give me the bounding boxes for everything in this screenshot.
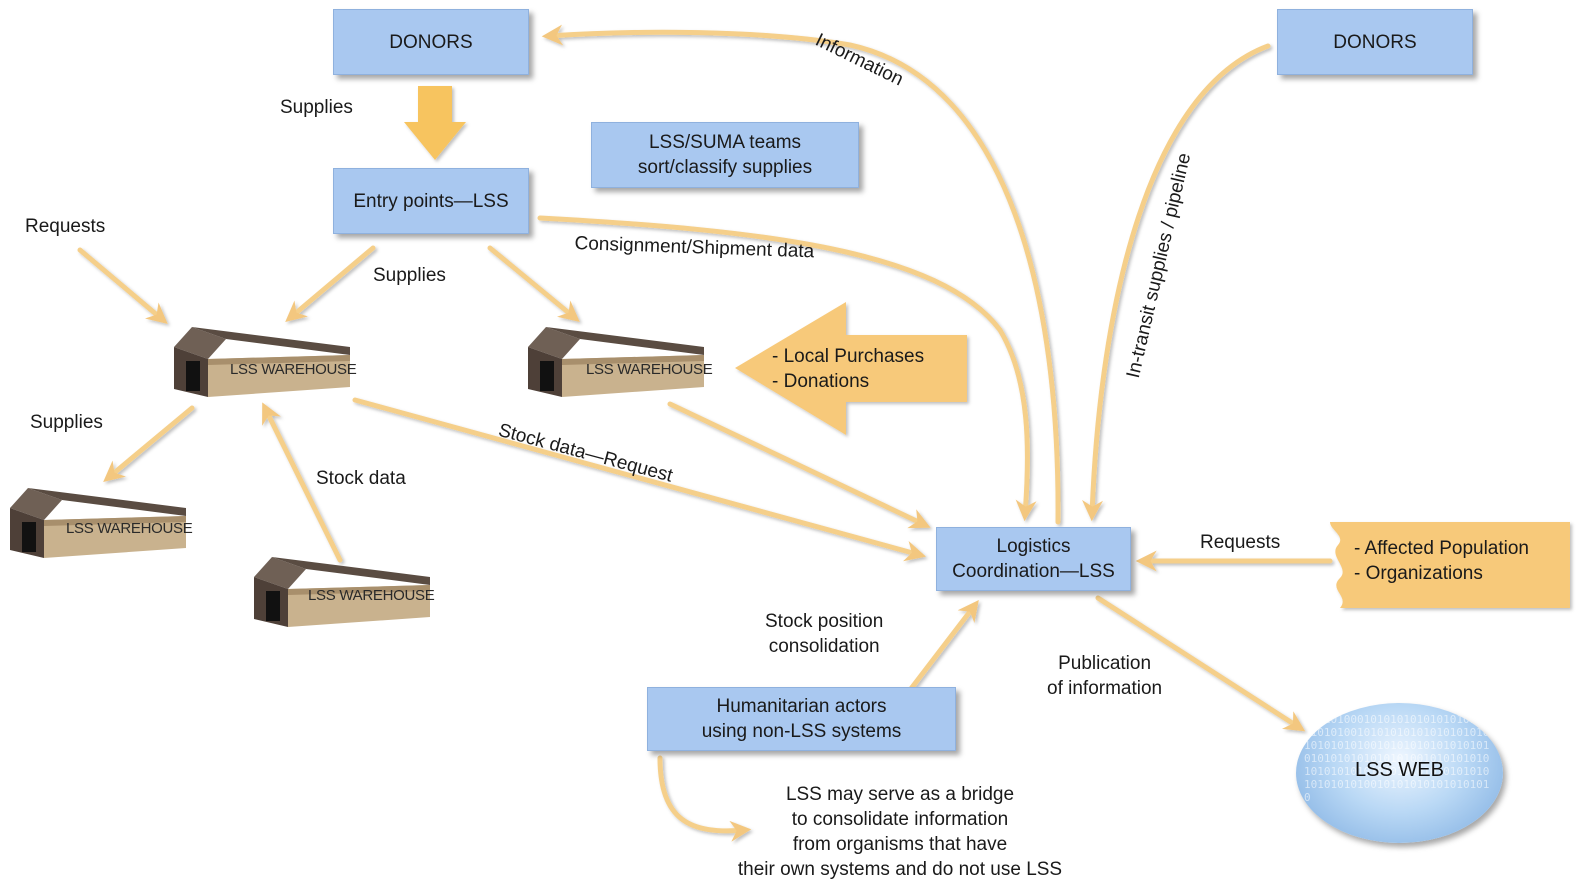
big-down-arrow xyxy=(404,86,466,160)
arrow-supplies-entry-mid xyxy=(487,245,580,323)
warehouse-bottom-label: LSS WAREHOUSE xyxy=(308,587,435,604)
affected-ribbon xyxy=(1330,522,1570,608)
label-bridge: LSS may serve as a bridge to consolidate… xyxy=(706,782,1094,882)
arrow-stock-position xyxy=(907,599,979,693)
label-requests-left: Requests xyxy=(25,216,106,237)
arrow-in-transit xyxy=(1082,43,1271,522)
donors-left-label: DONORS xyxy=(389,31,473,53)
warehouse-bottom: LSS WAREHOUSE xyxy=(254,555,435,627)
logistics-line1: Logistics xyxy=(996,536,1071,557)
entry-points-box: Entry points—LSS xyxy=(333,168,529,234)
warehouse-lower-left: LSS WAREHOUSE xyxy=(10,486,193,558)
affected-line1: - Affected Population xyxy=(1354,538,1529,559)
label-supplies-top: Supplies xyxy=(280,97,353,118)
label-bridge-line4: their own systems and do not use LSS xyxy=(737,859,1063,880)
local-purchases-line2: - Donations xyxy=(772,371,870,392)
warehouse-mid: LSS WAREHOUSE xyxy=(528,325,713,397)
warehouse-mid-label: LSS WAREHOUSE xyxy=(586,361,713,378)
label-bridge-line1: LSS may serve as a bridge xyxy=(785,784,1015,805)
humanitarian-line1: Humanitarian actors xyxy=(716,696,887,717)
affected-line2: - Organizations xyxy=(1354,563,1483,584)
label-publication: Publication of information xyxy=(1047,651,1162,701)
donors-left-box: DONORS xyxy=(333,9,529,75)
warehouse-icon xyxy=(528,327,704,397)
arrow-stock-request xyxy=(352,397,927,562)
label-stock-data: Stock data xyxy=(316,468,406,489)
local-purchases-line1: - Local Purchases xyxy=(772,346,925,367)
arrow-supplies-entry-left xyxy=(285,245,376,323)
logistics-line2: Coordination—LSS xyxy=(952,561,1115,582)
arrow-requests-left xyxy=(77,247,168,325)
lss-suma-line2: sort/classify supplies xyxy=(637,157,813,178)
warehouse-icon xyxy=(174,327,350,397)
label-bridge-line3: from organisms that have xyxy=(792,834,1008,855)
donors-right-label: DONORS xyxy=(1333,31,1417,53)
humanitarian-box: Humanitarian actors using non-LSS system… xyxy=(647,687,956,751)
warehouse-left: LSS WAREHOUSE xyxy=(174,325,357,397)
lss-web-label: LSS WEB xyxy=(1355,759,1444,781)
lss-suma-line1: LSS/SUMA teams xyxy=(648,132,802,153)
warehouse-lower-left-label: LSS WAREHOUSE xyxy=(66,520,193,537)
arrow-bridge xyxy=(657,755,752,842)
warehouse-icon xyxy=(254,557,430,627)
label-requests-right: Requests xyxy=(1200,532,1281,553)
entry-points-label: Entry points—LSS xyxy=(353,190,509,212)
humanitarian-line2: using non-LSS systems xyxy=(701,721,902,742)
label-supplies-mid: Supplies xyxy=(373,265,446,286)
label-stock-position-line2: consolidation xyxy=(768,636,880,657)
arrow-mid-warehouse-logistics xyxy=(667,401,931,529)
label-bridge-line2: to consolidate information xyxy=(791,809,1009,830)
label-publication-line2: of information xyxy=(1047,678,1163,699)
warehouse-left-label: LSS WAREHOUSE xyxy=(230,361,357,378)
label-publication-line1: Publication xyxy=(1058,653,1152,674)
arrow-information xyxy=(541,24,1061,525)
warehouse-icon xyxy=(10,488,186,558)
local-purchases-text: - Local Purchases - Donations xyxy=(772,344,924,394)
arrow-stock-data xyxy=(262,402,343,563)
lss-web-globe: 0101010001010101010101010101010101001010… xyxy=(1296,703,1503,843)
arrow-publication xyxy=(1095,595,1306,732)
affected-text: - Affected Population - Organizations xyxy=(1354,536,1529,586)
big-left-arrow xyxy=(735,302,967,435)
binary-pattern: 0101010001010101010101010101010101001010… xyxy=(1304,713,1490,804)
label-stock-position: Stock position consolidation xyxy=(765,609,883,659)
label-stock-position-line1: Stock position xyxy=(765,611,884,632)
arrow-supplies-lower xyxy=(103,405,195,483)
logistics-box: Logistics Coordination—LSS xyxy=(936,527,1131,591)
lss-suma-box: LSS/SUMA teams sort/classify supplies xyxy=(591,122,859,188)
label-supplies-left: Supplies xyxy=(30,412,103,433)
donors-right-box: DONORS xyxy=(1277,9,1473,75)
arrow-consignment xyxy=(537,215,1037,522)
